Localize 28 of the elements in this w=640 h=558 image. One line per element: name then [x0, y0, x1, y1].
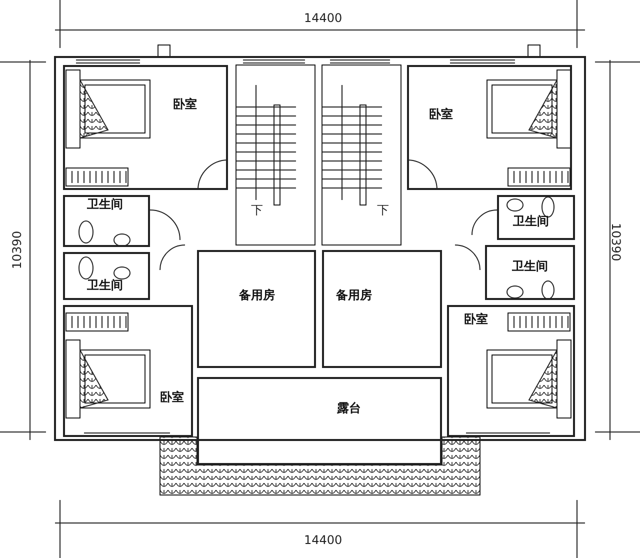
room-name: 卧室: [173, 97, 197, 111]
room-name: 露台: [337, 401, 361, 415]
stair-direction-text: 下: [377, 203, 389, 217]
room-outline: [197, 377, 442, 465]
room-outline: [485, 245, 575, 300]
room-outline: [322, 250, 442, 368]
room-outline: [447, 305, 575, 437]
dimension-text: 10390: [10, 230, 24, 270]
room-outline: [407, 65, 572, 190]
room-outline: [197, 250, 316, 368]
dimension-text: 10390: [609, 222, 624, 262]
room-name: 卫生间: [512, 259, 548, 273]
room-name: 卫生间: [87, 197, 123, 211]
room-name: 卫生间: [87, 278, 123, 292]
room-name: 卧室: [429, 107, 453, 121]
stair-direction-text: 下: [251, 203, 263, 217]
room-name: 卧室: [160, 390, 184, 404]
room-name: 备用房: [239, 288, 275, 302]
room-outline: [497, 195, 575, 240]
room-name: 备用房: [336, 288, 372, 302]
room-outline: [63, 305, 193, 437]
room-name: 卫生间: [513, 214, 549, 228]
room-outline: [63, 195, 150, 247]
room-name: 卧室: [464, 312, 488, 326]
room-outline: [63, 65, 228, 190]
room-outline: [63, 252, 150, 300]
dimension-text: 14400: [304, 11, 342, 25]
dimension-text: 14400: [304, 533, 342, 547]
